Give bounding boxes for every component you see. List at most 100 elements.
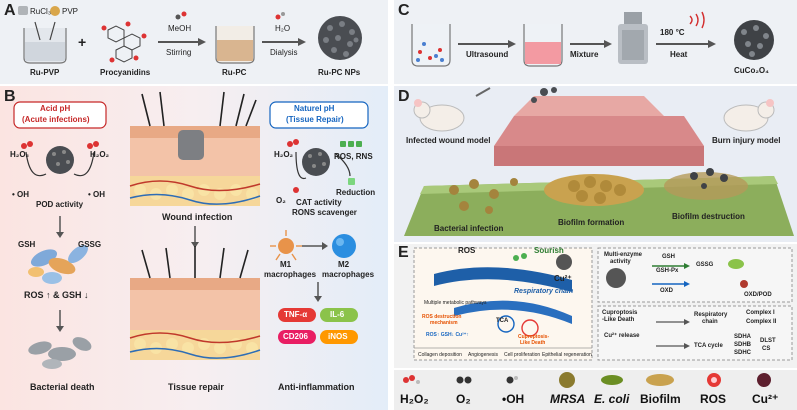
panel-c-letter: C: [398, 2, 410, 19]
h2o2-molecule-icon: [403, 375, 420, 384]
m2-label: M2: [338, 260, 350, 269]
e-cupro-like-1: Cuproptosis: [602, 310, 638, 316]
arrow2-top: H₂O: [275, 24, 291, 33]
e-oxd: OXD: [660, 288, 674, 294]
bacterial-death-label: Bacterial death: [30, 382, 95, 392]
cat-activity-label: CAT activity: [296, 198, 342, 207]
panel-e-graphics: [413, 247, 793, 361]
legend-bar: H₂O₂ O₂ •OH MRSA E. coli Biofilm ROS Cu²…: [394, 370, 797, 410]
neutral-box-line2: (Tissue Repair): [286, 115, 344, 124]
e-multiple-label: Multiple metabolic pathways: [424, 300, 487, 306]
ecoli-bacterium-icon: [601, 375, 623, 385]
panel-c-graphics: [411, 11, 774, 67]
acid-box-line2: (Acute infections): [22, 115, 90, 124]
biofilm-icon: [646, 374, 674, 386]
mrsa-bacterium-icon: [559, 372, 575, 388]
cd206-pill: CD206: [283, 332, 308, 341]
n-h2o2-label: H₂O₂: [274, 150, 294, 159]
rons-scavenger-label: RONS scavenger: [292, 208, 357, 217]
e-respiratory-label: Respiratory chain: [514, 288, 574, 295]
panel-a-graphics: [18, 6, 362, 64]
o2-label: O₂: [276, 196, 286, 205]
oh-right-label: • OH: [88, 190, 106, 199]
e-tca-cycle: TCA cycle: [694, 343, 723, 349]
panel-d-letter: D: [398, 88, 410, 105]
tissue-repair-label: Tissue repair: [168, 382, 224, 392]
e-gssg: GSSG: [696, 262, 714, 268]
label-ru-pvp: Ru-PVP: [30, 68, 60, 77]
label-ru-pc: Ru-PC: [222, 68, 247, 77]
o2-molecule-icon: [456, 376, 472, 384]
product-label: CuCo₂O₄: [734, 66, 769, 75]
e-sdha: SDHA: [734, 334, 752, 340]
e-multi-enzyme-2: activity: [610, 259, 631, 265]
rucl3-label: RuCl₃: [30, 7, 52, 16]
infected-wound-label: Infected wound model: [406, 136, 491, 145]
e-bottom-proliferation: Cell proliferation: [504, 352, 541, 358]
e-cupro-1: Cuproptosis-: [518, 334, 550, 340]
panel-d-graphics: [404, 87, 794, 236]
panel-e-letter: E: [398, 244, 409, 261]
tnf-pill: TNF-α: [284, 310, 308, 319]
neutral-box-line1: Naturel pH: [294, 104, 335, 113]
label-procyanidins: Procyanidins: [100, 68, 151, 77]
burn-injury-label: Burn injury model: [712, 136, 781, 145]
biofilm-destruction-label: Biofilm destruction: [672, 212, 745, 221]
e-ros-label: ROS: [458, 246, 476, 255]
gsh-label: GSH: [18, 240, 36, 249]
arrow1-bottom: Stirring: [166, 48, 192, 57]
legend-biofilm-label: Biofilm: [640, 392, 681, 406]
e-multi-enzyme-1: Multi-enzyme: [604, 252, 643, 258]
m2-macrophages-label: macrophages: [322, 270, 375, 279]
legend-o2-label: O₂: [456, 392, 471, 406]
legend-ecoli-label: E. coli: [594, 392, 630, 406]
e-gshpx: GSH-Px: [656, 268, 679, 274]
ros-gsh-label: ROS ↑ & GSH ↓: [24, 290, 89, 300]
reduction-label: Reduction: [336, 188, 376, 197]
pod-activity-label: POD activity: [36, 200, 84, 209]
label-ru-pc-nps: Ru-PC NPs: [318, 68, 361, 77]
plus-sign: +: [78, 34, 87, 50]
biofilm-formation-label: Biofilm formation: [558, 218, 625, 227]
legend-mrsa-label: MRSA: [550, 392, 586, 406]
e-bottom-epithelial: Epithelial regeneration: [542, 352, 592, 358]
bacterial-infection-label: Bacterial infection: [434, 224, 504, 233]
panel-b: B: [0, 86, 388, 410]
m1-label: M1: [280, 260, 292, 269]
heat-label: Heat: [670, 50, 688, 59]
e-cupro-2: Like Death: [520, 340, 546, 346]
e-tca-label: TCA: [496, 318, 509, 324]
acid-box-line1: Acid pH: [40, 104, 71, 113]
e-dlst: DLST: [760, 338, 776, 344]
e-sourish-label: Sourish: [534, 246, 564, 255]
legend-h2o2-label: H₂O₂: [400, 392, 429, 406]
e-ros-mech-1: ROS destruction: [422, 314, 462, 320]
e-ros-mech-2: mechanism: [430, 320, 458, 326]
e-complex2: Complex II: [746, 319, 777, 325]
m1-macrophages-label: macrophages: [264, 270, 317, 279]
cu-ion-icon: [757, 373, 771, 387]
h2o2-right-label: H₂O₂: [90, 150, 110, 159]
h2o2-left-label: H₂O₂: [10, 150, 30, 159]
wound-infection-label: Wound infection: [162, 212, 233, 222]
e-cu-release: Cu²⁺ release: [604, 333, 640, 339]
mixture-label: Mixture: [570, 50, 599, 59]
e-resp-1: Respiratory: [694, 312, 728, 318]
hydroxyl-radical-icon: [506, 376, 518, 384]
panel-a: A: [0, 0, 388, 84]
legend-graphics: [403, 372, 771, 388]
e-bottom-angiogenesis: Angiogenesis: [468, 352, 499, 358]
anti-inflammation-label: Anti-inflammation: [278, 382, 355, 392]
e-cs: CS: [762, 346, 771, 352]
ultrasound-label: Ultrasound: [466, 50, 509, 59]
panel-d: D Infected wound model Burn injury model…: [394, 86, 797, 242]
panel-c: C Ultrasound Mixture 180 °C Heat CuCo₂O₄: [394, 0, 797, 84]
panel-b-graphics: [13, 91, 369, 369]
e-bottom-collagen: Collagen deposition: [418, 352, 462, 358]
gssg-label: GSSG: [78, 240, 102, 249]
e-resp-2: chain: [702, 319, 718, 325]
ros-rns-label: ROS, RNS: [334, 152, 373, 161]
legend-ros-label: ROS: [700, 392, 727, 406]
inos-pill: iNOS: [328, 332, 348, 341]
e-oxdpod: OXD/POD: [744, 292, 772, 298]
